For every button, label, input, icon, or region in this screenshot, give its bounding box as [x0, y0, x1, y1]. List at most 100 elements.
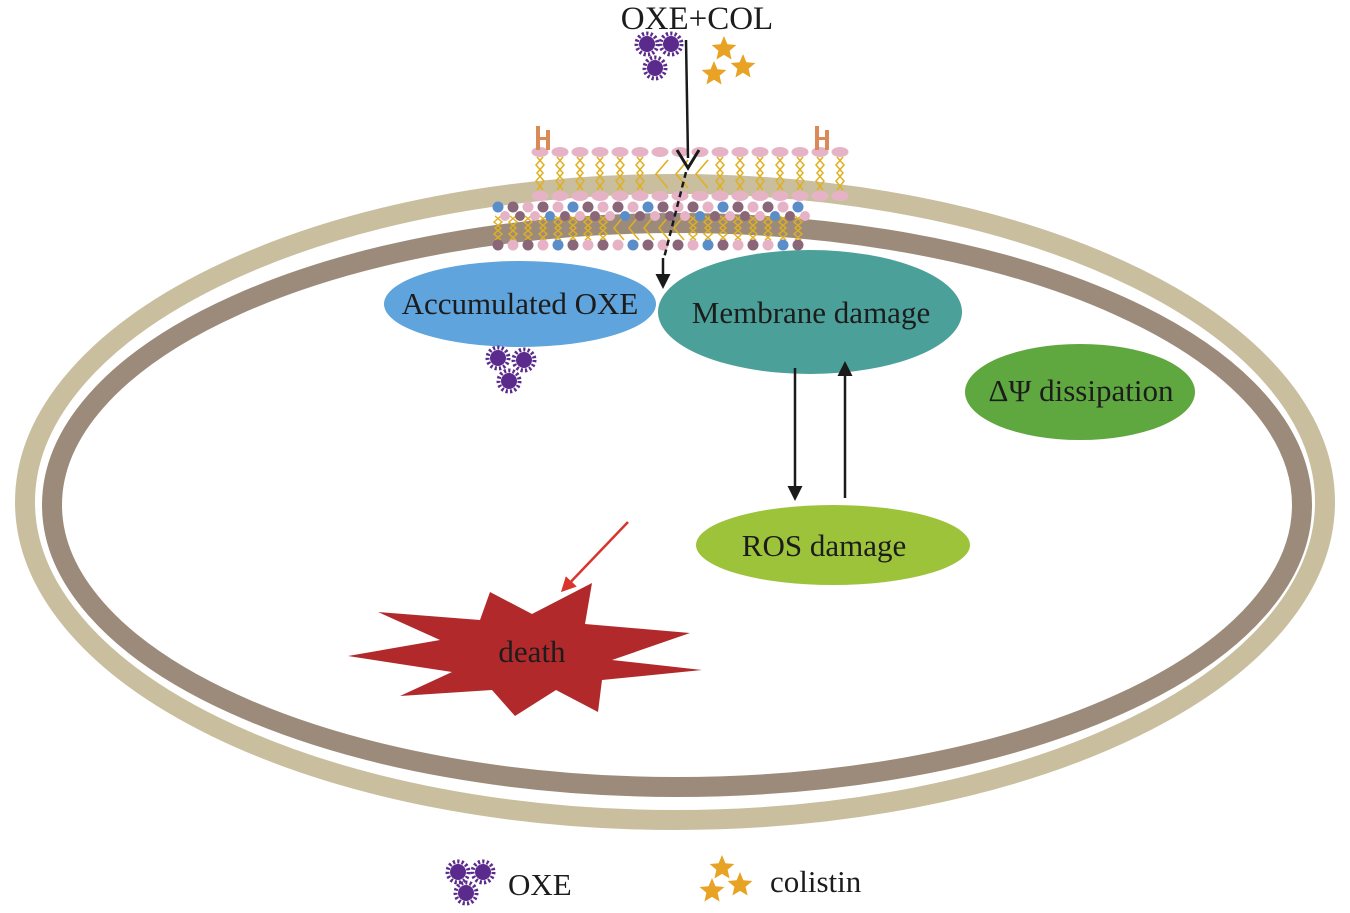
oxe-core — [501, 373, 517, 389]
lipid-head — [507, 239, 519, 251]
lipid-head — [651, 147, 669, 157]
lipid-head — [657, 201, 669, 213]
lipid-tail — [777, 215, 788, 241]
lipid-tail — [775, 156, 784, 191]
lipid-head — [522, 201, 534, 213]
lipid-head — [831, 147, 849, 157]
lipid-head — [717, 201, 729, 213]
oxe-core — [475, 864, 491, 880]
oxe-core — [639, 36, 655, 52]
lipid-head — [811, 191, 829, 201]
lipid-head — [500, 211, 510, 221]
lipid-head — [831, 191, 849, 201]
lipid-head — [771, 191, 789, 201]
lipid-tail — [748, 215, 759, 241]
input-label: OXE+COL — [621, 1, 773, 37]
lipid-tail — [523, 215, 534, 241]
lipid-head — [531, 191, 549, 201]
lipid-head — [800, 211, 810, 221]
lipid-tail — [815, 156, 824, 191]
inner-membrane — [42, 213, 1312, 797]
lipid-head — [620, 211, 630, 221]
lipid-tail — [583, 215, 594, 241]
oxe-spikes — [470, 859, 496, 885]
chevron-down-icon — [675, 149, 701, 171]
lipid-head — [507, 201, 519, 213]
lipid-head — [731, 191, 749, 201]
lipid-head — [785, 211, 795, 221]
lipid-head — [531, 147, 549, 157]
oxe-core — [647, 60, 663, 76]
lipid-head — [732, 201, 744, 213]
colistin-star-icon — [701, 61, 727, 85]
lipid-head — [792, 201, 804, 213]
lipid-tail — [717, 215, 728, 241]
lipid-head — [710, 211, 720, 221]
lipid-head — [777, 201, 789, 213]
lipid-tail — [703, 215, 714, 241]
legend-oxe-icon — [445, 859, 496, 906]
lipid-head — [551, 147, 569, 157]
lipid-tail — [615, 156, 624, 191]
lipid-tail — [776, 156, 785, 191]
lipid-tail — [747, 215, 758, 241]
lipid-tail — [493, 215, 504, 241]
lipid-tail — [654, 159, 669, 189]
oxe-core — [450, 864, 466, 880]
oxe-core — [663, 36, 679, 52]
lipid-head — [711, 147, 729, 157]
lipid-tail — [507, 215, 518, 241]
oxe-molecule-icon — [634, 31, 660, 57]
lipid-tail — [715, 156, 724, 191]
arrow-to-death — [560, 521, 629, 593]
lipid-tail — [538, 215, 549, 241]
oxe-spikes — [496, 368, 522, 394]
lipid-tail — [836, 156, 845, 191]
colistin-star-icon — [730, 54, 756, 78]
lipid-head — [515, 211, 525, 221]
oxe-molecule-icon — [470, 859, 496, 885]
legend-colistin-icon — [699, 855, 753, 902]
dissipation-label: ΔΨ dissipation — [989, 373, 1174, 408]
accumulated-oxe-node — [384, 261, 656, 347]
lipid-tail — [555, 156, 564, 191]
lipid-head — [691, 191, 709, 201]
lipid-tail — [536, 156, 545, 191]
colistin-star-icon — [711, 36, 737, 60]
legend-oxe-label: OXE — [508, 867, 572, 902]
death-burst — [348, 583, 702, 716]
lipid-head — [537, 239, 549, 251]
dissipation-node — [965, 344, 1195, 440]
lipid-head — [777, 239, 789, 251]
lipid-head — [792, 239, 804, 251]
lps-bar — [536, 126, 540, 150]
lipid-tail — [792, 215, 803, 241]
lipid-tail — [537, 215, 548, 241]
lipid-tail — [733, 215, 744, 241]
lipid-tail — [553, 215, 564, 241]
lipid-tail — [735, 156, 744, 191]
lipid-head — [642, 239, 654, 251]
lipid-head — [762, 201, 774, 213]
ros-damage-label: ROS damage — [742, 528, 906, 563]
lipid-head — [575, 211, 585, 221]
legend-colistin-label: colistin — [770, 864, 862, 899]
lipid-tail — [643, 215, 655, 241]
lipid-head — [571, 191, 589, 201]
lipid-head — [545, 211, 555, 221]
lipid-head — [711, 191, 729, 201]
oxe-spikes — [445, 859, 471, 885]
lipid-tail — [762, 215, 773, 241]
oxe-cluster — [634, 31, 684, 81]
lipid-tail — [628, 215, 640, 241]
lipid-tail — [755, 156, 764, 191]
outer-membrane — [15, 174, 1335, 830]
oxe-core — [458, 885, 474, 901]
lipid-head — [631, 191, 649, 201]
lipid-head — [680, 211, 690, 221]
oxe-spikes — [658, 31, 684, 57]
lipid-head — [770, 211, 780, 221]
membrane-damage-node — [658, 250, 962, 374]
lipid-head — [751, 191, 769, 201]
colistin-star-icon — [709, 855, 735, 879]
